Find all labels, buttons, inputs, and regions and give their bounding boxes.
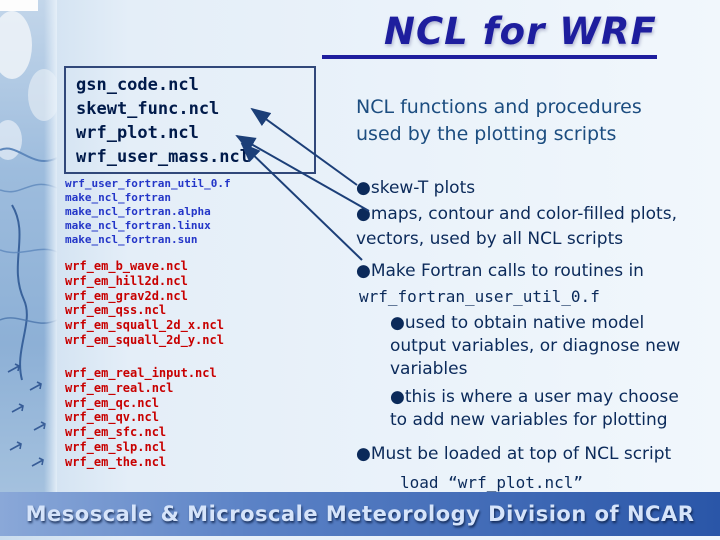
bullet-dot-icon: ● [356,444,371,464]
file-item: wrf_em_b_wave.ncl [65,259,188,273]
footer-text: Mesoscale & Microscale Meteorology Divis… [25,502,695,526]
intro-line: NCL functions and procedures [356,96,642,118]
intro-line: used by the plotting scripts [356,123,617,145]
bullet-dot-icon: ● [356,261,371,281]
footer-banner: Mesoscale & Microscale Meteorology Divis… [0,492,720,536]
box-file-item: gsn_code.ncl [76,75,199,95]
bullet-item: ●Make Fortran calls to routines in [356,259,710,284]
bullet-text: used to obtain native model output varia… [390,313,681,379]
box-file-item: wrf_plot.ncl [76,123,199,143]
file-item: make_ncl_fortran [65,191,171,204]
page-title: NCL for WRF [322,10,657,59]
bullet-dot-icon: ● [390,313,405,333]
page-title-text: NCL for WRF [322,10,657,59]
code-load-statement: load “wrf_plot.ncl” [400,473,584,492]
bullet-text: maps, contour and color-filled plots, ve… [356,204,677,249]
map-background-strip [0,0,60,492]
bullet-text: this is where a user may choose to add n… [390,387,679,430]
file-item: make_ncl_fortran.sun [65,233,198,246]
file-item: wrf_user_fortran_util_0.f [65,177,231,190]
bullet-dot-icon: ● [356,204,371,224]
file-item: wrf_em_grav2d.ncl [65,288,188,303]
file-item: wrf_em_hill2d.ncl [65,273,188,288]
box-file-item: wrf_user_mass.ncl [76,147,250,167]
bullet-item: ●skew-T plots [356,176,710,201]
file-item: make_ncl_fortran.linux [65,219,211,232]
bullet-dot-icon: ● [356,178,371,198]
bullet-text: Must be loaded at top of NCL script [370,444,672,464]
map-decoration [0,0,60,492]
file-item: wrf_em_sfc.ncl [65,425,167,440]
real-script-list: wrf_em_real_input.ncl wrf_em_real.ncl wr… [65,366,217,470]
file-item: wrf_em_qss.ncl [65,303,167,318]
file-item: wrf_em_qc.ncl [65,395,159,410]
file-item: wrf_em_squall_2d_y.ncl [65,332,224,347]
box-file-item: skewt_func.ncl [76,99,220,119]
idealized-script-list: wrf_em_b_wave.ncl wrf_em_hill2d.ncl wrf_… [65,259,224,348]
file-item: wrf_em_squall_2d_x.ncl [65,318,224,333]
file-item: wrf_em_slp.ncl [65,439,167,454]
core-scripts-box: gsn_code.ncl skewt_func.ncl wrf_plot.ncl… [64,66,316,174]
sub-bullet-item: ●used to obtain native model output vari… [390,312,686,381]
sub-bullet-list: ●used to obtain native model output vari… [390,312,686,432]
file-item: wrf_em_real_input.ncl [65,366,217,380]
sub-bullet-item: ●this is where a user may choose to add … [390,386,686,432]
corner-highlight [0,0,38,11]
description-column: NCL functions and procedures used by the… [356,94,710,495]
bullet-item: ●Must be loaded at top of NCL script [356,442,710,467]
bullet-item: ●maps, contour and color-filled plots, v… [356,202,710,252]
intro-text: NCL functions and procedures used by the… [356,94,710,148]
bullet-text: skew-T plots [370,178,476,198]
bullet-text: Make Fortran calls to routines in [370,261,644,281]
file-item: wrf_em_qv.ncl [65,410,159,425]
bullet-dot-icon: ● [390,387,405,407]
file-item: make_ncl_fortran.alpha [65,205,211,218]
file-item: wrf_em_the.ncl [65,454,167,469]
code-filename: wrf_fortran_user_util_0.f [359,287,600,306]
file-item: wrf_em_real.ncl [65,380,174,395]
bullet-list: ●skew-T plots ●maps, contour and color-f… [356,176,710,495]
fortran-file-list: wrf_user_fortran_util_0.f make_ncl_fortr… [65,177,231,247]
